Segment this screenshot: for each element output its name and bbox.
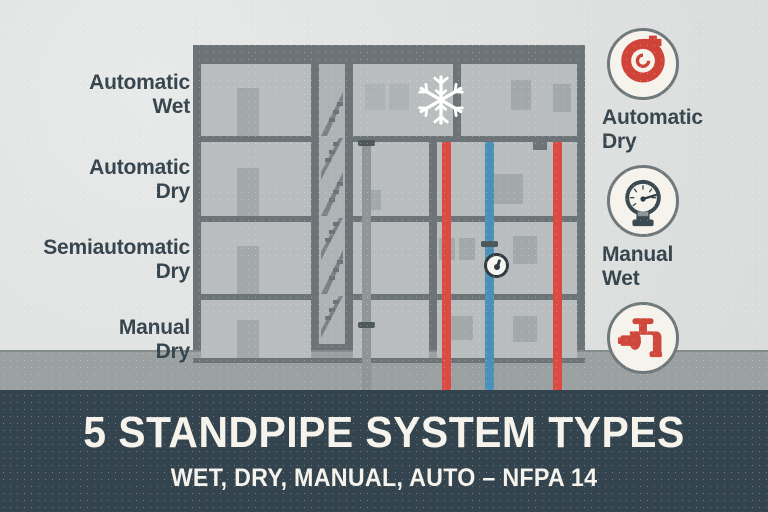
page-subtitle: WET, DRY, MANUAL, AUTO – NFPA 14: [170, 464, 598, 492]
left-label-automatic-dry-line2: Dry: [155, 179, 191, 203]
pipe-collar-blue: [481, 241, 498, 247]
right-legend-column: Automatic Dry: [600, 28, 760, 375]
notch-f2: [533, 142, 547, 150]
left-label-manual-dry-line2: Dry: [155, 339, 191, 363]
right-label-automatic-dry-line1: Automatic: [602, 106, 703, 129]
left-label-automatic-dry: Automatic Dry: [89, 156, 190, 203]
right-label-manual-wet-line2: Wet: [602, 266, 640, 290]
left-label-semiautomatic-dry-line1: Semiautomatic: [43, 236, 190, 259]
pipe-collar-gray-top: [358, 140, 375, 146]
badge-valve: [607, 302, 679, 375]
building-cutaway: [193, 45, 585, 364]
right-label-manual-wet-line1: Manual: [602, 243, 674, 267]
left-label-automatic-wet-line2: Wet: [152, 94, 190, 118]
stairs-group: [321, 92, 343, 338]
pipe-dry-standpipe-gray: [362, 142, 371, 390]
left-label-manual-dry: Manual Dry: [119, 316, 190, 363]
pipe-wet-standpipe-red-1: [442, 142, 451, 390]
pipe-gauge-hub: [493, 264, 500, 271]
furniture-f4-a: [237, 320, 259, 364]
furniture-f2-c: [493, 174, 523, 204]
fire-hose-reel-icon: [621, 35, 665, 83]
footer-banner: 5 STANDPIPE SYSTEM TYPES WET, DRY, MANUA…: [0, 390, 768, 512]
furniture-f1-a: [237, 88, 259, 136]
pressure-gauge-icon: [625, 179, 661, 227]
basement-band: [193, 358, 585, 363]
left-label-automatic-wet-line1: Automatic: [89, 71, 190, 94]
window-f1-b1: [365, 84, 385, 110]
building-roof: [193, 45, 585, 58]
furniture-f4-b: [451, 316, 473, 340]
right-label-automatic-dry: Automatic Dry: [602, 106, 760, 153]
furniture-f3-a: [237, 246, 259, 294]
badge-manual-wet: [607, 165, 679, 238]
furniture-f4-c: [513, 316, 537, 342]
left-label-semiautomatic-dry-line2: Dry: [155, 259, 191, 283]
faucet-valve-icon: [617, 318, 663, 358]
pipe-wet-standpipe-red-2: [553, 142, 562, 390]
pipe-gauge-icon: [484, 253, 509, 278]
page-title: 5 STANDPIPE SYSTEM TYPES: [83, 408, 685, 457]
window-f3-c2: [459, 238, 475, 260]
left-label-automatic-wet: Automatic Wet: [89, 71, 190, 118]
window-f1-b2: [389, 84, 409, 110]
furniture-f1-e: [553, 84, 571, 112]
furniture-f1-c: [511, 80, 531, 110]
right-label-manual-wet: Manual Wet: [602, 243, 760, 290]
building-shell: [193, 58, 585, 364]
left-label-semiautomatic-dry: Semiautomatic Dry: [43, 236, 190, 283]
left-label-automatic-dry-line1: Automatic: [89, 156, 190, 179]
badge-automatic-dry: [607, 28, 679, 100]
furniture-f2-a: [237, 168, 259, 216]
right-label-automatic-dry-line2: Dry: [602, 129, 637, 153]
left-label-manual-dry-line1: Manual: [118, 316, 190, 339]
pipe-collar-gray-low: [358, 322, 375, 328]
snowflake-icon: [418, 75, 464, 125]
furniture-f3-c: [513, 236, 537, 264]
